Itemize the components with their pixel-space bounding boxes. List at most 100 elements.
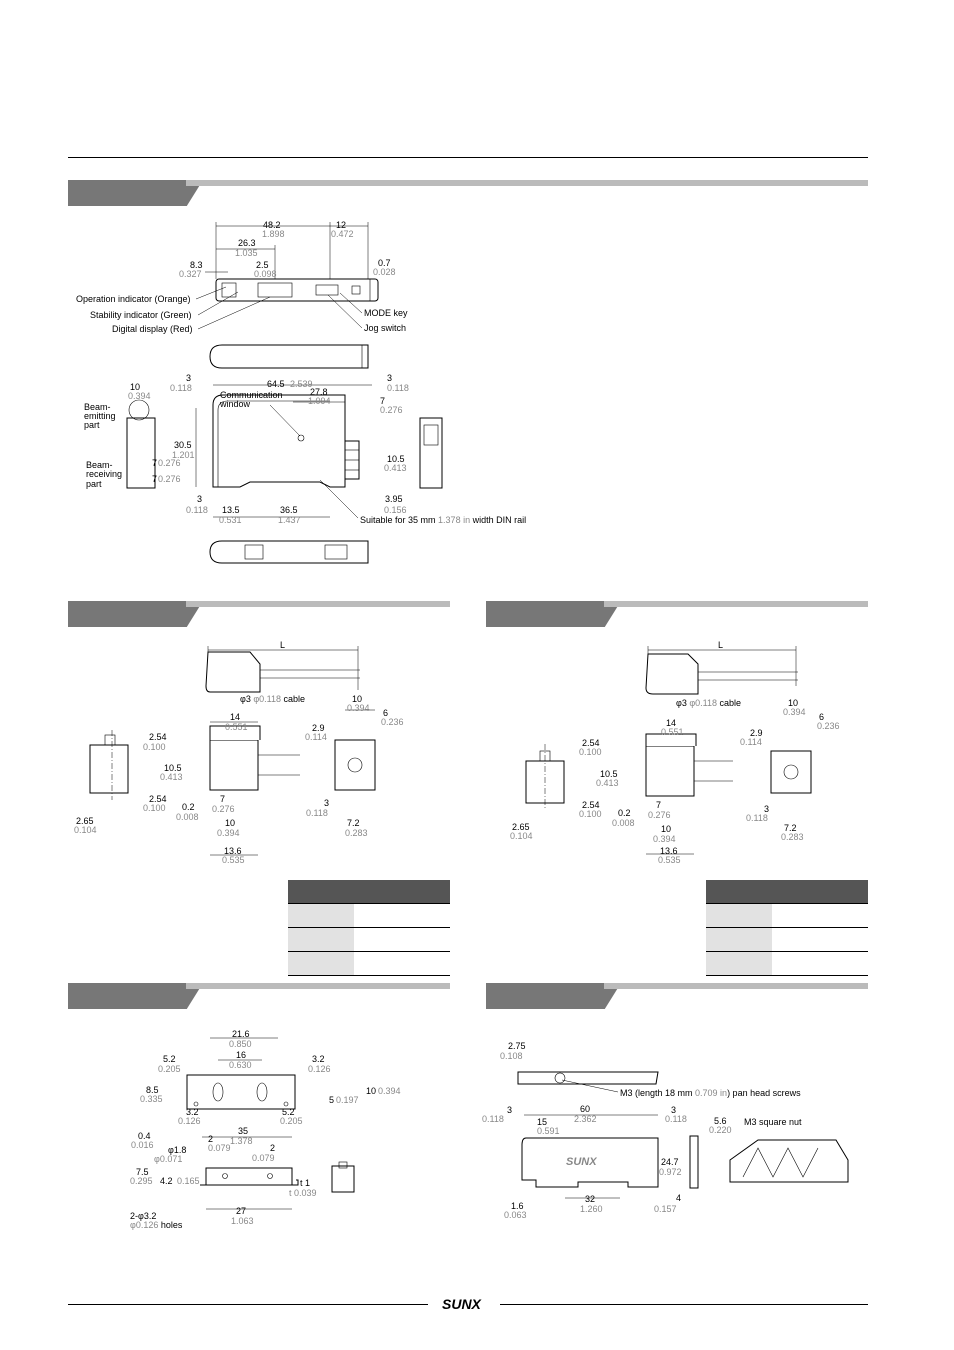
svg-text:L: L [718, 640, 723, 650]
svg-text:0.156: 0.156 [384, 505, 407, 515]
header-rule [68, 157, 868, 158]
label-communication: Communication [220, 390, 283, 400]
svg-text:L: L [280, 640, 285, 650]
svg-text:part: part [86, 479, 102, 489]
svg-text:10: 10 [788, 698, 798, 708]
svg-text:1.063: 1.063 [231, 1216, 254, 1226]
svg-text:10: 10 [352, 694, 362, 704]
label-mode-key: MODE key [364, 308, 408, 318]
svg-text:0.016: 0.016 [131, 1140, 154, 1150]
svg-text:3.2: 3.2 [312, 1054, 325, 1064]
svg-text:0.2: 0.2 [182, 802, 195, 812]
svg-text:0.165: 0.165 [177, 1176, 200, 1186]
svg-text:10: 10 [661, 824, 671, 834]
svg-text:0.236: 0.236 [817, 721, 840, 731]
svg-text:15: 15 [537, 1117, 547, 1127]
dim-27: 27 [236, 1206, 246, 1216]
svg-text:0.118: 0.118 [665, 1114, 687, 1124]
svg-text:64.5: 64.5 [267, 379, 285, 389]
label-pan-head-screws: M3 (length 18 mm 0.709 in) pan head scre… [620, 1088, 801, 1098]
amplifier-cover-view [209, 344, 369, 369]
svg-text:1.378: 1.378 [230, 1136, 253, 1146]
label-digital-display: Digital display (Red) [112, 324, 193, 334]
svg-text:6: 6 [383, 708, 388, 718]
svg-text:part: part [84, 420, 100, 430]
svg-text:7.2: 7.2 [347, 818, 360, 828]
svg-text:6: 6 [819, 712, 824, 722]
svg-text:0.100: 0.100 [579, 809, 602, 819]
svg-text:0.531: 0.531 [219, 515, 242, 525]
svg-text:0.551: 0.551 [225, 722, 248, 732]
svg-text:0.2: 0.2 [618, 808, 631, 818]
svg-text:0.205: 0.205 [280, 1116, 303, 1126]
svg-text:0.394: 0.394 [378, 1086, 401, 1096]
svg-text:0.126: 0.126 [178, 1116, 201, 1126]
svg-text:4: 4 [676, 1193, 681, 1203]
svg-text:0.4: 0.4 [138, 1131, 151, 1141]
svg-text:0.972: 0.972 [659, 1167, 682, 1177]
svg-text:0.276: 0.276 [380, 405, 403, 415]
svg-text:0.118: 0.118 [186, 505, 208, 515]
svg-text:5.2: 5.2 [163, 1054, 176, 1064]
svg-text:1.035: 1.035 [235, 248, 258, 258]
svg-text:0.236: 0.236 [381, 717, 404, 727]
svg-text:0.394: 0.394 [653, 834, 676, 844]
svg-text:2.54: 2.54 [582, 800, 600, 810]
svg-text:5.6: 5.6 [714, 1116, 727, 1126]
svg-text:13.5: 13.5 [222, 505, 240, 515]
section-band-main [68, 180, 868, 206]
svg-text:2.65: 2.65 [512, 822, 530, 832]
section-band-right-bottom [486, 983, 868, 1009]
footer-brand-logo: SUNX [442, 1296, 481, 1312]
svg-text:2.75: 2.75 [508, 1041, 526, 1051]
svg-text:7: 7 [656, 800, 661, 810]
svg-text:0.283: 0.283 [345, 828, 368, 838]
sensor-head-left-drawing: L φ3 φ0.118 cable 14 0.551 2.54 0.100 10… [74, 640, 404, 865]
svg-text:0.276: 0.276 [158, 458, 181, 468]
section-band-left-bottom [68, 983, 450, 1009]
svg-text:1.094: 1.094 [308, 396, 331, 406]
svg-text:0.197: 0.197 [336, 1095, 359, 1105]
svg-text:0.472: 0.472 [331, 229, 354, 239]
svg-text:10.5: 10.5 [600, 769, 618, 779]
svg-text:0.295: 0.295 [130, 1176, 153, 1186]
svg-text:2.539: 2.539 [290, 379, 313, 389]
amplifier-front-view [212, 394, 360, 488]
footer-rule-right [500, 1304, 868, 1305]
svg-text:7.2: 7.2 [784, 823, 797, 833]
footer-rule-left [68, 1304, 428, 1305]
section-band-left-mid [68, 601, 450, 627]
label-jog-switch: Jog switch [364, 323, 406, 333]
svg-text:7: 7 [220, 794, 225, 804]
svg-text:26.3: 26.3 [238, 238, 256, 248]
svg-text:0.394: 0.394 [783, 707, 806, 717]
svg-text:0.028: 0.028 [373, 267, 396, 277]
svg-text:7: 7 [152, 458, 157, 468]
din-rail-side-view [521, 1137, 659, 1188]
label-cable: φ3 φ0.118 cable [676, 698, 741, 708]
svg-text:2.9: 2.9 [312, 723, 325, 733]
svg-text:2.9: 2.9 [750, 728, 763, 738]
svg-text:0.104: 0.104 [74, 825, 97, 835]
svg-text:0.205: 0.205 [158, 1064, 181, 1074]
svg-text:0.535: 0.535 [222, 855, 245, 865]
svg-text:3.95: 3.95 [385, 494, 403, 504]
svg-text:2.54: 2.54 [582, 738, 600, 748]
svg-text:0.126: 0.126 [308, 1064, 331, 1074]
svg-text:φ1.8: φ1.8 [168, 1145, 186, 1155]
svg-text:0.114: 0.114 [740, 737, 762, 747]
label-din-rail: Suitable for 35 mm 1.378 in width DIN ra… [360, 515, 526, 525]
svg-text:14: 14 [666, 718, 676, 728]
svg-text:0.335: 0.335 [140, 1094, 163, 1104]
svg-text:0.276: 0.276 [212, 804, 235, 814]
svg-text:φ0.071: φ0.071 [154, 1154, 182, 1164]
svg-text:7.5: 7.5 [136, 1167, 149, 1177]
svg-text:2: 2 [270, 1143, 275, 1153]
label-operation-indicator: Operation indicator (Orange) [76, 294, 191, 304]
svg-text:emitting: emitting [84, 411, 116, 421]
svg-text:5.2: 5.2 [282, 1107, 295, 1117]
svg-text:21.6: 21.6 [232, 1029, 250, 1039]
svg-text:2.362: 2.362 [574, 1114, 597, 1124]
label-beam-emitting: Beam- [84, 402, 111, 412]
svg-text:0.276: 0.276 [648, 810, 671, 820]
